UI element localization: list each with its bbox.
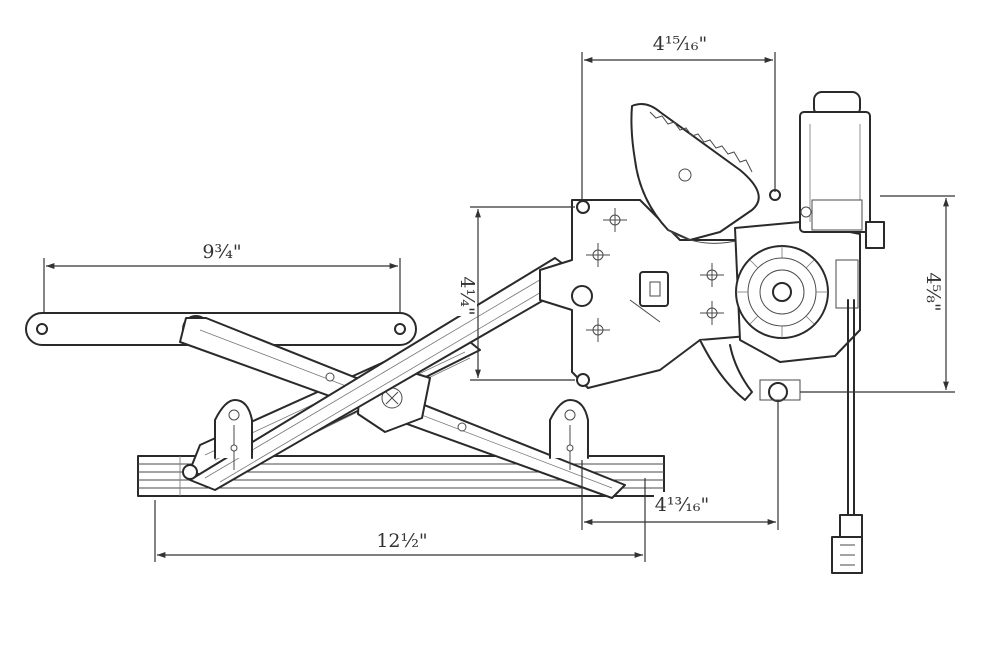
rail-bracket-left [214,399,253,470]
rail-bracket-right [549,399,589,470]
electric-motor [799,91,885,249]
dim-label-arm-length: 9¾" [202,241,241,263]
arm-end-pivot-left [36,323,48,335]
gear-sector [630,103,781,244]
motor-gearbox [699,221,861,402]
wire-harness [831,299,863,574]
dimension-offset: 4¹³⁄₁₆" [581,400,779,530]
dimension-arm-length: 9¾" [43,238,401,312]
connector-housing [839,514,863,538]
dimension-top-width: 4¹⁵⁄₁₆" [581,32,776,200]
dimension-left-height: 4¼" [455,206,575,381]
dimension-right-height: 4⅝" [800,195,955,393]
dim-label-left-height: 4¼" [456,276,478,315]
dimension-track-length: 12½" [154,478,646,562]
arm-end-pivot-right [394,323,406,335]
dim-label-right-height: 4⅝" [922,272,944,311]
base-plate [539,199,761,389]
dim-label-offset: 4¹³⁄₁₆" [655,494,709,516]
dim-label-track-length: 12½" [376,530,427,552]
lower-arm-end-pivot [182,464,198,480]
motor-terminal [865,221,885,249]
dim-label-top-width: 4¹⁵⁄₁₆" [653,33,707,55]
